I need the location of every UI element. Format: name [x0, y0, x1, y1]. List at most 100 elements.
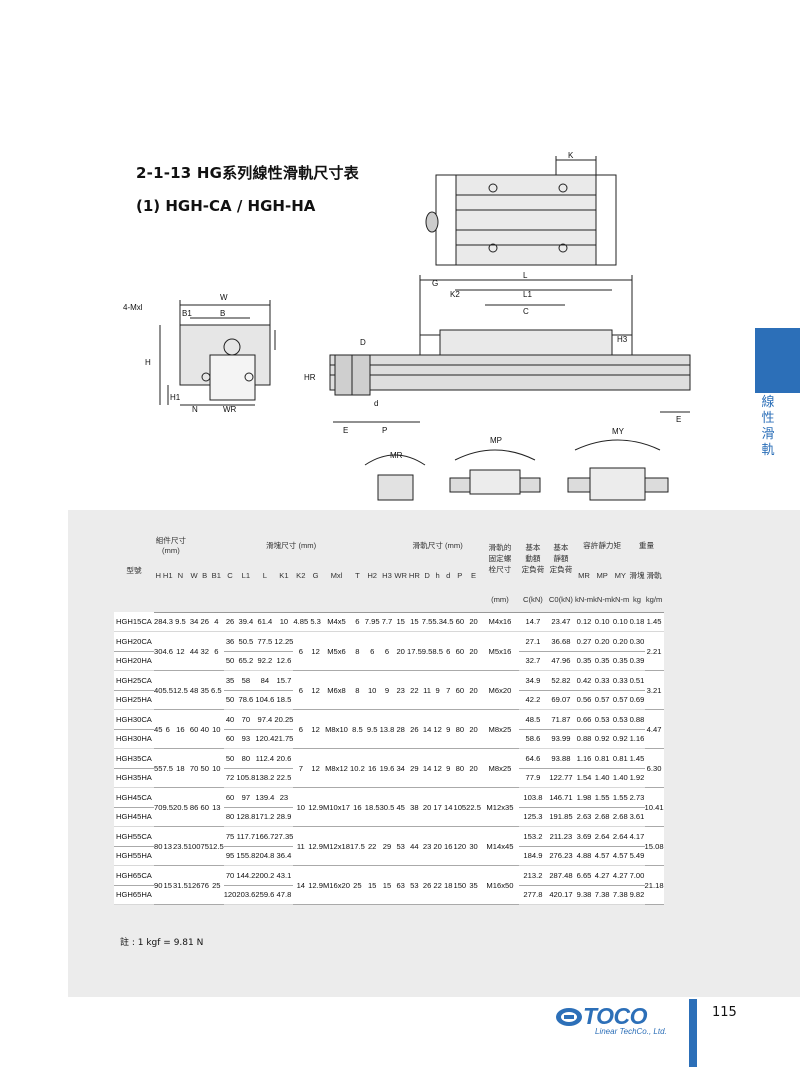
cell-g: 12.9	[308, 787, 323, 827]
conversion-note: 註 : 1 kgf = 9.81 N	[120, 938, 204, 948]
cell-t: 16	[350, 787, 365, 827]
cell-l1: 58	[236, 670, 256, 691]
cell-p: 60	[453, 612, 467, 632]
col-d-small: d	[442, 562, 454, 588]
model-cell: HGH15CA	[114, 612, 154, 632]
cell-l1: 65.2	[236, 651, 256, 671]
cell-c_kn: 213.2	[518, 865, 547, 886]
cell-h3: 29	[379, 826, 395, 866]
cell-d: 6	[442, 631, 454, 671]
cell-wr: 28	[394, 709, 408, 749]
cell-c: 40	[223, 709, 237, 730]
cell-kg: 0.88	[629, 709, 645, 730]
cell-n: 20.5	[173, 787, 188, 827]
cell-c0_kn: 276.23	[546, 846, 575, 866]
col-k2: K2	[293, 562, 309, 588]
cell-my: 2.68	[611, 807, 630, 827]
cell-c_kn: 27.1	[518, 631, 547, 652]
cell-d: 9.5	[421, 631, 433, 671]
cell-bolt: M8x25	[480, 709, 519, 749]
cell-h1: 7.5	[162, 748, 174, 788]
cell-c0_kn: 287.48	[546, 865, 575, 886]
model-cell: HGH20HA	[114, 651, 154, 671]
cell-n: 23.5	[173, 826, 188, 866]
cell-h: 12	[432, 709, 443, 749]
col-assembly: 組件尺寸(mm)	[154, 528, 188, 562]
cell-k2: 6	[293, 709, 309, 749]
cell-n: 31.5	[173, 865, 188, 905]
col-k1: K1	[274, 562, 294, 588]
cell-k1: 21.75	[274, 729, 294, 749]
cell-bolt: M8x25	[480, 748, 519, 788]
col-rail-weight: 滑軌	[644, 562, 664, 588]
cell-t: 17.5	[350, 826, 365, 866]
chapter-label: 線 性 滑 軌	[761, 395, 775, 458]
cell-h: 45	[154, 709, 163, 749]
cell-d: 14	[421, 709, 433, 749]
label-small-d: d	[374, 399, 378, 408]
cell-kg: 0.69	[629, 690, 645, 710]
label-mr: MR	[390, 451, 403, 460]
cell-h: 5.3	[432, 612, 443, 632]
cell-k2: 11	[293, 826, 309, 866]
section-title: 2-1-13 HG系列線性滑軌尺寸表	[136, 164, 359, 182]
cell-wr: 53	[394, 826, 408, 866]
cell-w: 86	[187, 787, 201, 827]
cell-wr: 63	[394, 865, 408, 905]
cell-k1: 43.1	[274, 865, 294, 886]
cell-mr: 0.27	[574, 631, 594, 652]
cell-my: 0.33	[611, 670, 630, 691]
cell-bolt: M6x20	[480, 670, 519, 710]
cell-d: 4.5	[442, 612, 454, 632]
cell-c_kn: 32.7	[518, 651, 547, 671]
label-4mxl: 4-Mxl	[123, 303, 143, 312]
cell-mp: 4.57	[593, 846, 612, 866]
heading-block: 2-1-13 HG系列線性滑軌尺寸表 (1) HGH-CA / HGH-HA	[136, 162, 359, 215]
cell-d: 23	[421, 826, 433, 866]
cell-c: 60	[223, 729, 237, 749]
cell-e: 20	[466, 748, 481, 788]
cell-mxl: M12x18	[322, 826, 351, 866]
cell-kg: 3.61	[629, 807, 645, 827]
cell-mp: 0.33	[593, 670, 612, 691]
label-b: B	[220, 309, 225, 318]
cell-k1: 18.5	[274, 690, 294, 710]
cell-h3: 19.6	[379, 748, 395, 788]
cell-k1: 12.25	[274, 631, 294, 652]
cell-mr: 1.98	[574, 787, 594, 808]
cell-b: 35	[200, 670, 209, 710]
cell-mxl: M8x12	[322, 748, 351, 788]
cell-wr: 23	[394, 670, 408, 710]
cell-kgm: 10.41	[644, 787, 664, 827]
cell-mp: 4.27	[593, 865, 612, 886]
cell-l1: 70	[236, 709, 256, 730]
cell-c: 120	[223, 885, 237, 905]
cell-l: 112.4	[255, 748, 275, 769]
col-wr: WR	[394, 562, 408, 588]
label-c: C	[523, 307, 529, 316]
cell-h2: 10	[364, 670, 380, 710]
cell-p: 120	[453, 826, 467, 866]
cell-hr: 15	[407, 612, 422, 632]
cell-d: 9	[442, 709, 454, 749]
section-subtitle: (1) HGH-CA / HGH-HA	[136, 197, 316, 215]
cell-mr: 1.54	[574, 768, 594, 788]
cell-l1: 50.5	[236, 631, 256, 652]
cell-l1: 97	[236, 787, 256, 808]
cell-mp: 2.68	[593, 807, 612, 827]
cell-l1: 128.8	[236, 807, 256, 827]
cell-b1: 4	[208, 612, 224, 632]
cell-mr: 0.42	[574, 670, 594, 691]
cell-bolt: M14x45	[480, 826, 519, 866]
cell-k2: 6	[293, 670, 309, 710]
cell-h2: 6	[364, 631, 380, 671]
model-cell: HGH30CA	[114, 709, 154, 730]
cell-h3: 7.7	[379, 612, 395, 632]
cell-h2: 7.95	[364, 612, 380, 632]
cell-c0_kn: 211.23	[546, 826, 575, 847]
col-p: P	[453, 562, 467, 588]
